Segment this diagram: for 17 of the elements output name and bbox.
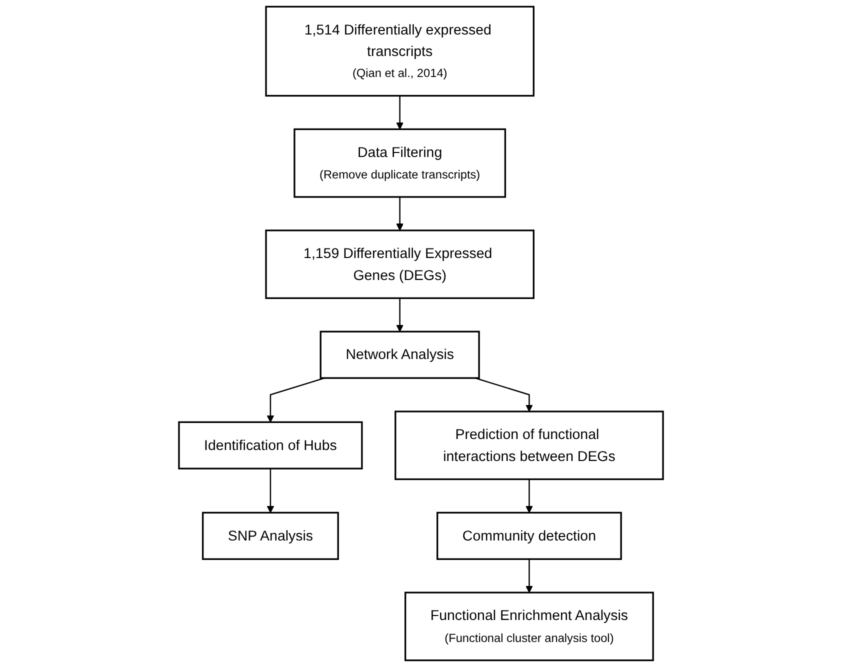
node-box: Prediction of functional interactions between DEGs: [394, 410, 664, 480]
arrow: [526, 559, 533, 593]
node-box: SNP Analysis: [202, 512, 339, 560]
node-box: Identification of Hubs: [178, 421, 363, 470]
node-box: Community detection: [436, 512, 622, 560]
arrow: [266, 377, 325, 422]
node-box: 1,514 Differentially expressed transcripts (Qian et al., 2014): [265, 6, 534, 97]
node-box: 1,159 Differentially Expressed Genes (DEGs): [265, 230, 534, 299]
arrow: [396, 196, 404, 231]
node-box: Functional Enrichment Analysis (Functional cluster analysis tool): [404, 592, 654, 662]
node-box: Network Analysis: [320, 330, 480, 379]
arrow: [396, 298, 404, 332]
arrow: [396, 96, 404, 130]
node-box: Data Filtering (Remove duplicate transcripts): [294, 128, 506, 198]
arrow: [526, 479, 533, 514]
arrow: [266, 468, 274, 514]
arrow: [474, 377, 533, 412]
